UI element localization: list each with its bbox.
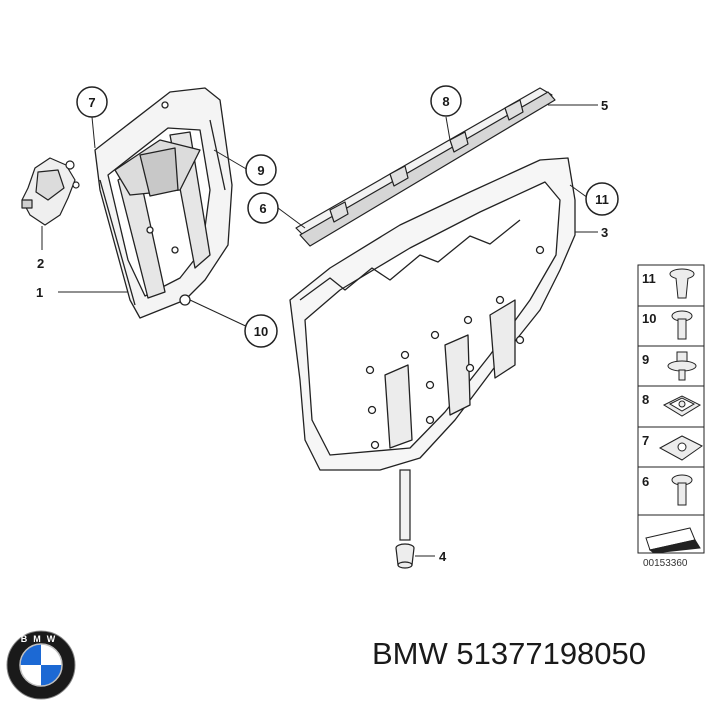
expanding-clip-icon (669, 268, 695, 299)
svg-text:BMW: BMW (21, 634, 62, 644)
screw-icon (671, 310, 693, 340)
callout-4: 4 (439, 549, 447, 564)
callout-3: 3 (601, 225, 608, 240)
part-number-label: BMW 51377198050 (372, 636, 647, 671)
cage-nut-icon (662, 395, 702, 417)
window-regulator-frame (94, 87, 233, 319)
callout-10: 10 (244, 314, 278, 348)
callout-9-label: 9 (257, 163, 264, 178)
flange-bolt-icon (667, 351, 697, 381)
legend-item-10: 10 (642, 311, 656, 326)
callout-2-label: 2 (37, 256, 44, 271)
callout-4-label: 4 (439, 549, 447, 564)
callout-8: 8 (430, 85, 462, 117)
callout-1-label: 1 (36, 285, 43, 300)
fastener-legend: 11 10 9 8 7 6 (637, 264, 705, 569)
door-inner-panel (289, 157, 576, 471)
callout-7: 7 (76, 86, 108, 118)
arrow-icon (645, 527, 701, 554)
callout-3-label: 3 (601, 225, 608, 240)
diagram-code: 00153360 (643, 558, 688, 569)
callout-5: 5 (601, 98, 608, 113)
callout-11: 11 (585, 182, 619, 216)
door-guide-rail (295, 87, 556, 247)
callout-11-label: 11 (595, 192, 609, 207)
bolt-icon (671, 474, 693, 506)
callout-8-label: 8 (442, 94, 449, 109)
legend-item-8: 8 (642, 392, 649, 407)
legend-item-7: 7 (642, 433, 649, 448)
legend-item-11: 11 (642, 271, 656, 286)
callout-10-label: 10 (254, 324, 268, 339)
callout-1: 1 (36, 285, 43, 300)
window-motor (21, 157, 80, 226)
callout-7-label: 7 (88, 95, 95, 110)
legend-item-9: 9 (642, 352, 649, 367)
callout-5-label: 5 (601, 98, 608, 113)
bmw-logo: BMW (6, 630, 76, 700)
callout-6-label: 6 (259, 201, 266, 216)
leader-lines (41, 104, 598, 557)
callout-2: 2 (37, 256, 44, 271)
grommet (395, 543, 415, 569)
legend-item-6: 6 (642, 474, 649, 489)
callout-9: 9 (245, 154, 277, 186)
callout-6: 6 (247, 192, 279, 224)
speed-nut-icon (658, 435, 703, 461)
drain-tube (399, 469, 411, 541)
